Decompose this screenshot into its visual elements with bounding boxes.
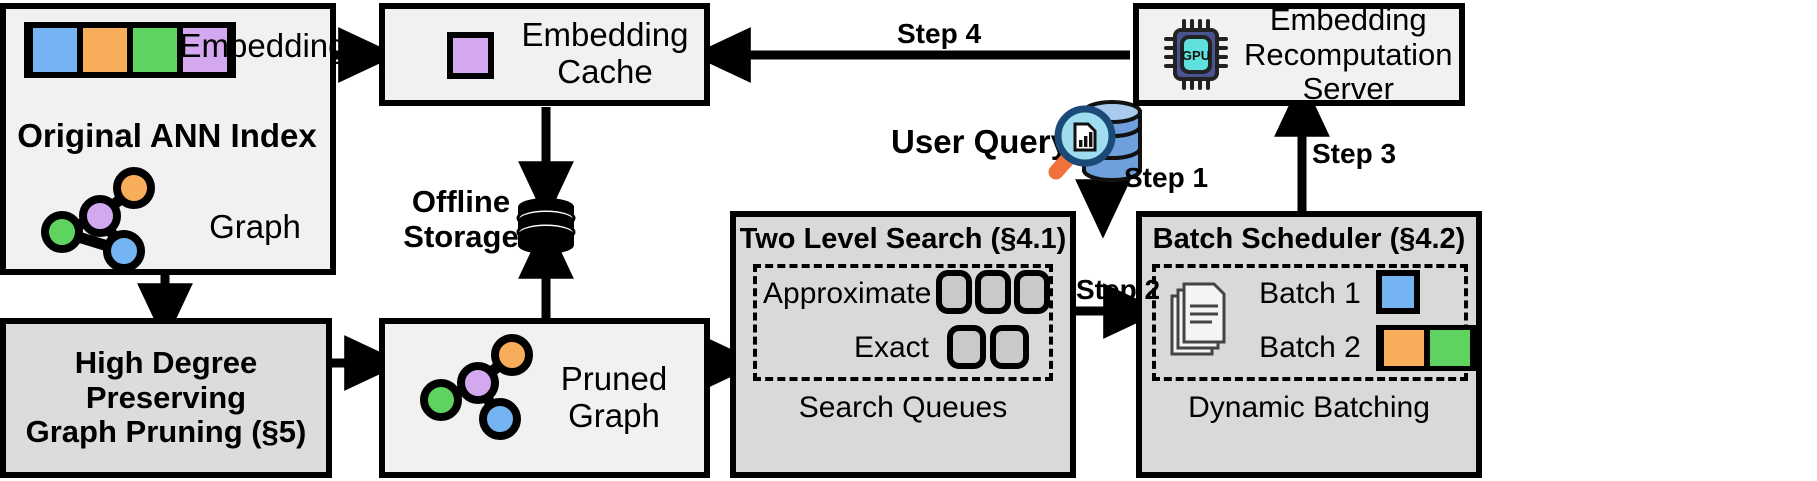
step-3-label: Step 3: [1312, 138, 1397, 169]
embedding-cache-panel: [379, 3, 710, 106]
user-query-label: User Query: [891, 122, 1069, 160]
batch-scheduler-title: Batch Scheduler (§4.2): [1152, 222, 1466, 255]
step-4-label: Step 4: [897, 18, 982, 49]
two-level-search-title: Two Level Search (§4.1): [739, 222, 1067, 255]
batch-2-label: Batch 2: [1259, 331, 1361, 365]
embedding-cell-purple: [180, 28, 230, 72]
offline-storage-label: Offline Storage: [403, 184, 519, 254]
exact-queue-slot-2[interactable]: [990, 325, 1029, 369]
batch-2-swatch-orange: [1381, 330, 1427, 366]
exact-queue-slot-1[interactable]: [947, 325, 986, 369]
graph-pruning-panel: [0, 318, 332, 478]
recomputation-server-panel: [1133, 3, 1465, 106]
step-1-label: Step 1: [1124, 162, 1209, 193]
dynamic-batching-dashed-region: [1152, 264, 1468, 381]
batch-2-swatches: [1376, 325, 1478, 371]
pruned-graph-label: Pruned Graph: [560, 360, 668, 434]
purple-embedding-square-icon: [447, 32, 494, 79]
search-queues-dashed-region: [753, 264, 1053, 381]
recomputation-server-label: Embedding Recomputation Server: [1244, 1, 1453, 107]
embedding-cell-green: [130, 28, 180, 72]
batch-2-swatch-green: [1427, 330, 1473, 366]
exact-row-label: Exact: [853, 331, 929, 365]
search-queues-footer: Search Queues: [798, 391, 1008, 425]
graph-pruning-label: High Degree Preserving Graph Pruning (§5…: [25, 344, 307, 450]
embedding-cache-label: Embedding Cache: [521, 16, 689, 90]
approximate-queue-slot-2[interactable]: [975, 270, 1011, 314]
batch-1-label: Batch 1: [1259, 277, 1361, 311]
approximate-queue-slot-3[interactable]: [1014, 270, 1050, 314]
dynamic-batching-footer: Dynamic Batching: [1188, 391, 1430, 425]
step-2-label: Step 2: [1076, 274, 1161, 305]
approximate-row-label: Approximate: [763, 277, 932, 311]
original-ann-index-title: Original ANN Index: [17, 116, 317, 154]
batch-1-swatch-blue: [1376, 270, 1420, 314]
embedding-cell-blue: [30, 28, 80, 72]
embedding-vector-swatches: [24, 22, 236, 78]
original-graph-label: Graph: [209, 207, 301, 245]
embedding-cell-orange: [80, 28, 130, 72]
approximate-queue-slot-1[interactable]: [936, 270, 972, 314]
embedding-label: Embedding: [179, 26, 347, 64]
